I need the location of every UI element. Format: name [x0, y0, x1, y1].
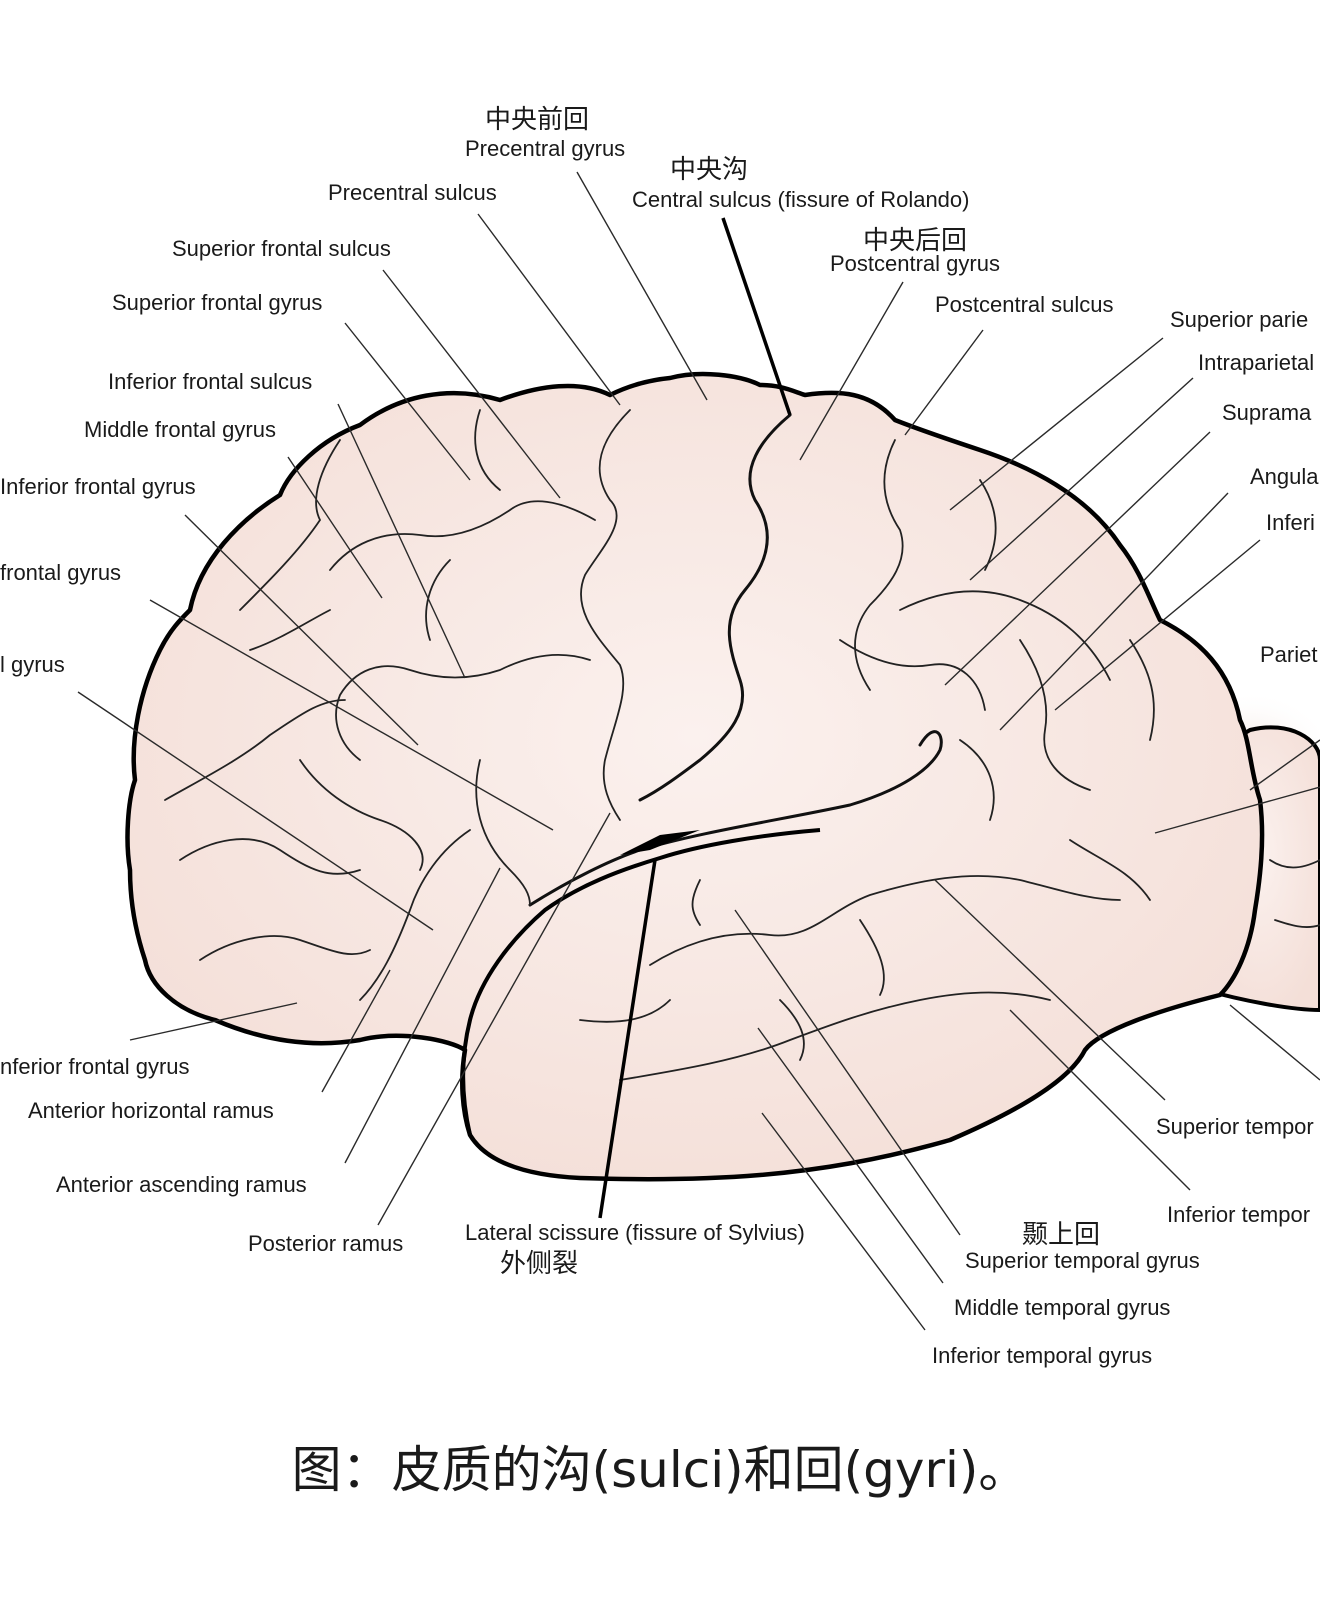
label-parietal-cut: Pariet: [1260, 642, 1317, 667]
leader-central-sulcus: [721, 217, 792, 416]
label-postcentral-gyrus: Postcentral gyrus: [830, 251, 1000, 276]
inferior-frontal-sulcus-line: [335, 653, 591, 761]
parietal-sulcus-d: [1129, 639, 1155, 741]
leader-angular: [999, 492, 1229, 731]
leader-posterior-ramus: [377, 812, 611, 1226]
label-superior-frontal-sulcus: Superior frontal sulcus: [172, 236, 391, 261]
parietal-sulcus-f: [1069, 839, 1151, 901]
leader-parietal: [1154, 786, 1320, 834]
frontal-sulcus-a: [474, 409, 501, 491]
leader-frontal-gyrus: [149, 599, 554, 831]
cerebellum-sulcus-b: [1274, 919, 1320, 928]
frontal-sulcus-g: [199, 935, 371, 961]
leader-parietal-2: [1249, 739, 1320, 791]
label-superior-parietal-cut: Superior parie: [1170, 307, 1308, 332]
label-inferior-temporal-cut: Inferior tempor: [1167, 1202, 1310, 1227]
label-inferior-cut: Inferi: [1266, 510, 1315, 535]
parietal-sulcus-e: [959, 739, 995, 821]
label-central-sulcus: Central sulcus (fissure of Rolando): [632, 187, 969, 212]
leader-precentral-gyrus: [576, 171, 708, 401]
label-lateral-scissure: Lateral scissure (fissure of Sylvius): [465, 1220, 805, 1245]
label-postcentral-sulcus: Postcentral sulcus: [935, 292, 1114, 317]
leader-middle-temporal-gyrus: [757, 1027, 944, 1284]
leader-intraparietal: [969, 377, 1194, 581]
label-middle-temporal-gyrus: Middle temporal gyrus: [954, 1295, 1170, 1320]
leader-middle-frontal-gyrus: [287, 456, 383, 599]
frontal-sulcus-h: [475, 759, 531, 906]
leader-supramarginal: [944, 431, 1211, 686]
superior-frontal-sulcus-line: [329, 500, 596, 571]
leader-superior-frontal-gyrus: [344, 322, 471, 481]
temporal-sulcus-a: [691, 879, 701, 926]
label-precentral-gyrus: Precentral gyrus: [465, 136, 625, 161]
parietal-sulcus-c: [1019, 639, 1091, 791]
parietal-sulcus-a: [979, 479, 997, 571]
label-anterior-horizontal-ramus: Anterior horizontal ramus: [28, 1098, 274, 1123]
cerebellum-sulcus-a: [1269, 859, 1320, 869]
superior-temporal-sulcus-line: [649, 875, 1121, 966]
precentral-sulcus-line: [580, 409, 631, 821]
frontal-sulcus-f: [299, 759, 424, 871]
frontal-sulcus-b: [239, 439, 341, 611]
leader-precentral-sulcus: [477, 213, 621, 406]
label-gyrus-cut: l gyrus: [0, 652, 65, 677]
label-intraparietal-cut: Intraparietal: [1198, 350, 1314, 375]
leader-superior-parietal: [949, 337, 1164, 511]
label-inferior-frontal-sulcus: Inferior frontal sulcus: [108, 369, 312, 394]
label-central-sulcus-zh: 中央沟: [670, 155, 748, 185]
label-middle-frontal-gyrus: Middle frontal gyrus: [84, 417, 276, 442]
label-anterior-ascending-ramus: Anterior ascending ramus: [56, 1172, 307, 1197]
label-superior-temporal-gyrus: Superior temporal gyrus: [965, 1248, 1200, 1273]
leader-superior-temporal-cut: [934, 879, 1166, 1101]
leader-superior-frontal-sulcus: [382, 269, 561, 499]
label-superior-temporal-cut: Superior tempor: [1156, 1114, 1314, 1139]
parietal-sulcus-b: [839, 639, 986, 711]
leader-postcentral-sulcus: [904, 329, 984, 436]
label-inferior-temporal-gyrus: Inferior temporal gyrus: [932, 1343, 1152, 1368]
frontal-sulcus-d: [164, 699, 346, 801]
label-inferior-frontal-gyrus-top: Inferior frontal gyrus: [0, 474, 196, 499]
frontal-sulcus-i: [359, 829, 471, 1001]
label-lateral-scissure-zh: 外侧裂: [500, 1249, 578, 1279]
leader-inferior: [1054, 539, 1261, 711]
leader-inferior-frontal-gyrus-top: [184, 514, 419, 746]
leader-gyrus: [77, 691, 434, 931]
leader-anterior-horizontal-ramus: [321, 969, 391, 1093]
label-supramarginal-cut: Suprama: [1222, 400, 1312, 425]
frontal-sulcus-c: [249, 609, 331, 651]
inferior-temporal-sulcus-line: [619, 991, 1051, 1081]
figure-caption: 图：皮质的沟(sulci)和回(gyri)。: [291, 1441, 1029, 1499]
label-precentral-sulcus: Precentral sulcus: [328, 180, 497, 205]
leader-inferior-temporal-cut: [1009, 1009, 1191, 1191]
leader-inferior-frontal-gyrus-bottom: [129, 1002, 298, 1041]
central-sulcus-line: [638, 413, 792, 802]
leader-inferior-temporal-cut-2: [1229, 1004, 1320, 1081]
temporal-sulcus-d: [859, 919, 885, 996]
frontal-sulcus-j: [425, 559, 451, 641]
leader-superior-temporal-gyrus: [734, 909, 961, 1236]
label-frontal-gyrus-cut: frontal gyrus: [0, 560, 121, 585]
label-superior-temporal-gyrus-zh: 颞上回: [1022, 1220, 1100, 1250]
label-angular-cut: Angula: [1250, 464, 1319, 489]
label-inferior-frontal-gyrus-bottom: nferior frontal gyrus: [0, 1054, 190, 1079]
label-postcentral-gyrus-zh: 中央后回: [863, 226, 967, 256]
leader-anterior-ascending-ramus: [344, 867, 501, 1164]
postcentral-sulcus-line: [854, 439, 904, 691]
temporal-sulcus-b: [579, 999, 671, 1023]
leader-inferior-frontal-sulcus: [337, 403, 466, 679]
frontal-sulcus-e: [179, 838, 361, 875]
temporal-lobe-outline: [461, 828, 821, 1136]
leader-postcentral-gyrus: [799, 281, 904, 461]
cerebrum-outline: [125, 371, 1265, 1182]
intraparietal-sulcus-line: [899, 590, 1111, 681]
lateral-fissure: [528, 730, 943, 907]
label-precentral-gyrus-zh: 中央前回: [485, 105, 589, 135]
label-superior-frontal-gyrus: Superior frontal gyrus: [112, 290, 322, 315]
leader-inferior-temporal-gyrus: [761, 1112, 926, 1331]
leader-lateral-scissure: [598, 859, 657, 1219]
lateral-fissure-wedge: [620, 830, 700, 855]
temporal-sulcus-c: [779, 999, 805, 1061]
label-posterior-ramus: Posterior ramus: [248, 1231, 403, 1256]
